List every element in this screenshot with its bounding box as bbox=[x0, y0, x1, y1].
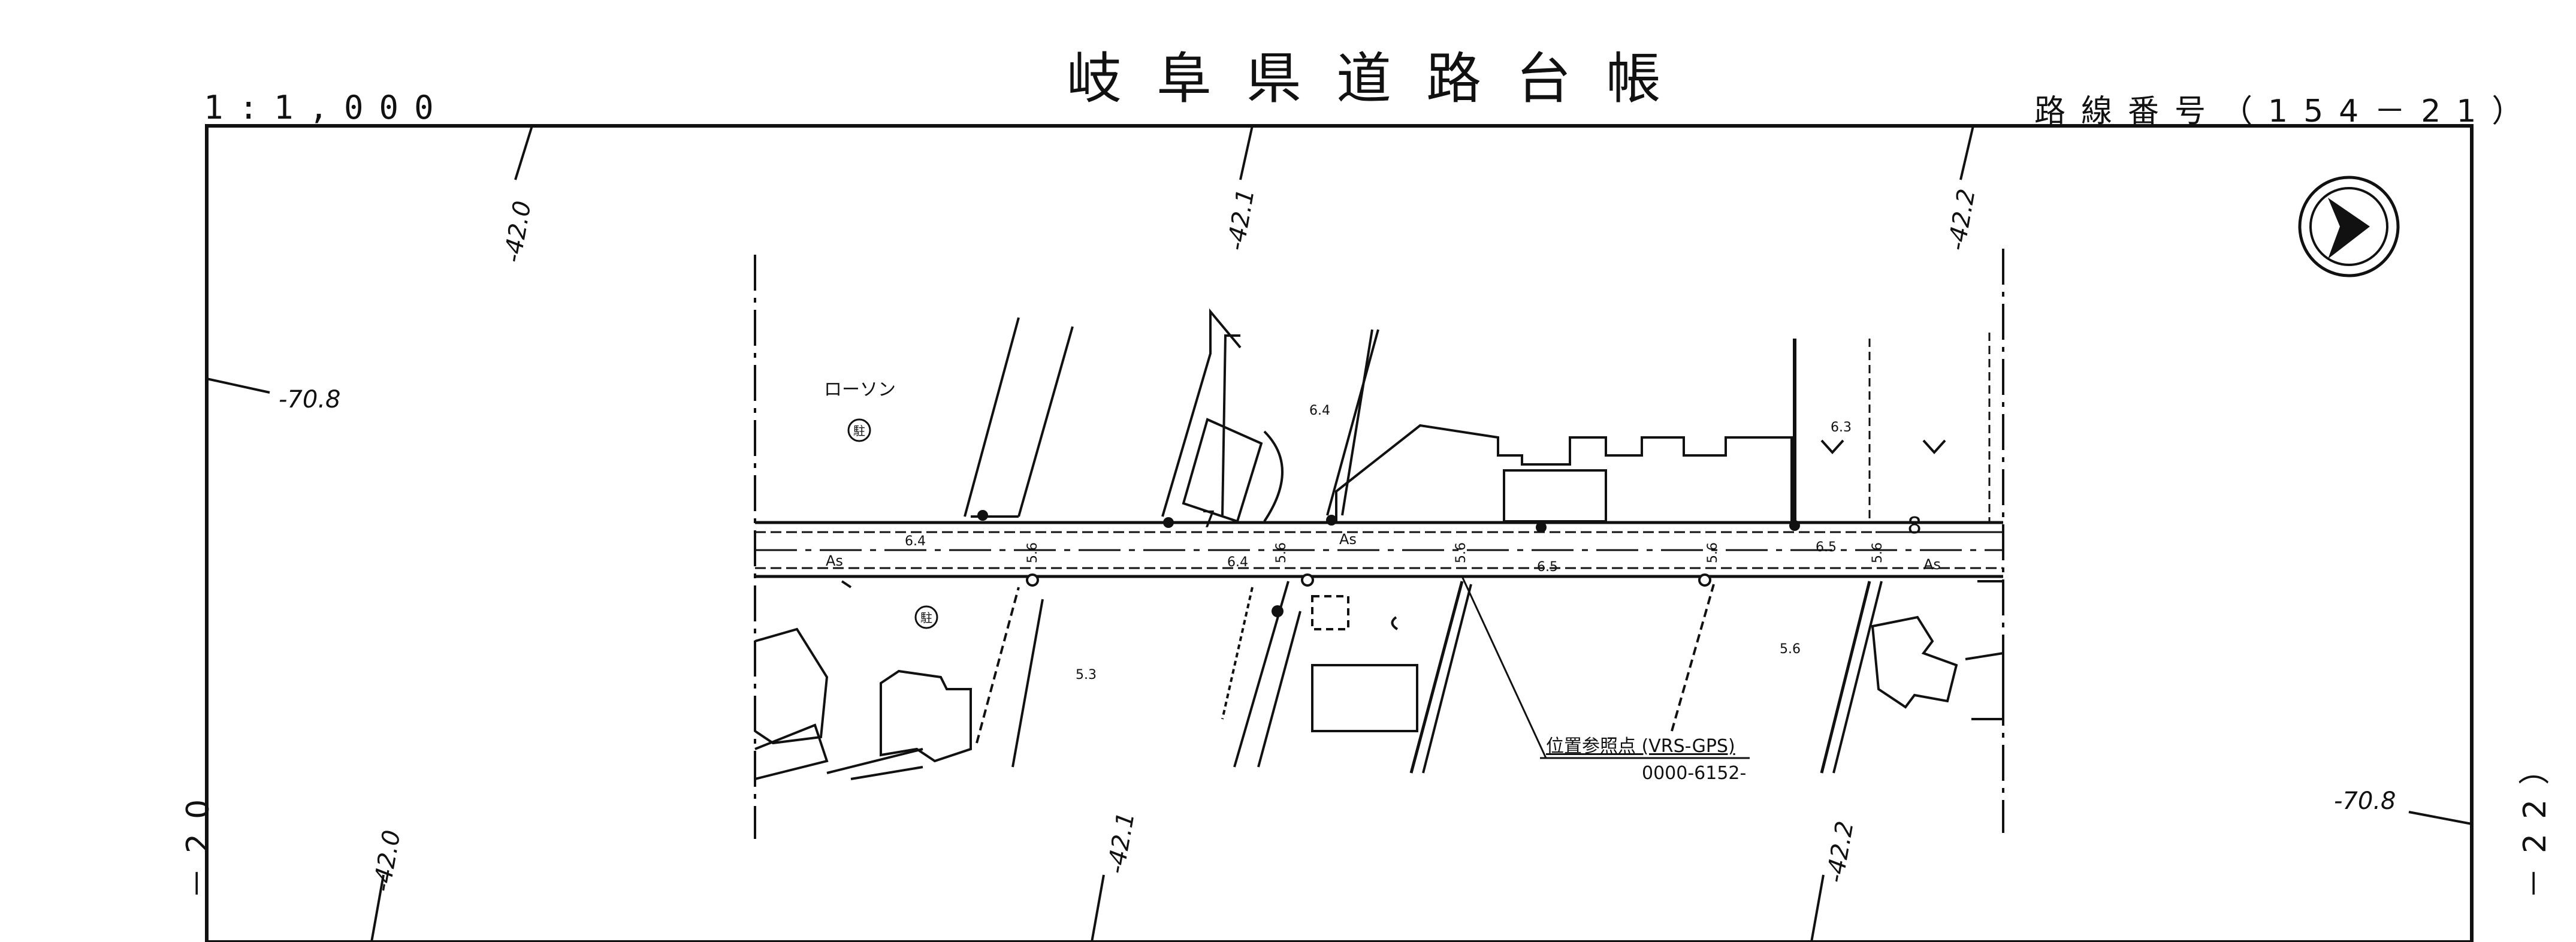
parcel-boundary bbox=[964, 317, 1020, 517]
width-label: 6.4 bbox=[905, 534, 926, 549]
surface-label: As bbox=[1923, 556, 1941, 573]
width-label: 6.4 bbox=[1309, 403, 1330, 418]
parcel-boundary bbox=[1341, 329, 1373, 516]
survey-point-open bbox=[1301, 573, 1314, 587]
grid-label-bottom-420: -42.0 bbox=[369, 828, 406, 894]
survey-point bbox=[1272, 605, 1284, 617]
survey-point bbox=[1536, 522, 1547, 533]
width-label: 5.6 bbox=[1454, 542, 1469, 563]
parcel-boundary bbox=[850, 766, 923, 780]
reference-point-code: 0000-6152- bbox=[1642, 763, 1746, 784]
parcel-boundary bbox=[1011, 599, 1044, 768]
building-outline bbox=[754, 627, 829, 745]
survey-point-open bbox=[1698, 573, 1711, 587]
north-arrow-icon bbox=[2298, 176, 2400, 277]
reference-point-label: 位置参照点 (VRS-GPS) bbox=[1546, 736, 1735, 757]
grid-tick-bottom-421 bbox=[1091, 874, 1105, 942]
building-outline bbox=[754, 723, 829, 780]
grass-mark bbox=[1391, 616, 1399, 630]
parcel-boundary bbox=[1820, 581, 1871, 774]
building-outline bbox=[880, 669, 972, 763]
building-outline bbox=[1182, 418, 1263, 523]
building-outline bbox=[1335, 424, 1793, 521]
building-outline bbox=[1503, 469, 1607, 523]
survey-point bbox=[1326, 515, 1337, 526]
grid-label-top-421: -42.1 bbox=[1222, 187, 1260, 253]
grid-label-bottom-422: -42.2 bbox=[1822, 819, 1859, 885]
survey-point bbox=[1789, 520, 1800, 531]
width-label: 5.6 bbox=[1780, 642, 1801, 657]
building-outline bbox=[1311, 595, 1349, 630]
surface-label: As bbox=[1339, 531, 1357, 548]
grid-tick-left-708 bbox=[206, 378, 270, 394]
parcel-boundary bbox=[1221, 587, 1254, 720]
parcel-boundary bbox=[1017, 326, 1074, 517]
width-label: 6.4 bbox=[1227, 555, 1248, 570]
grid-label-bottom-421: -42.1 bbox=[1103, 810, 1140, 876]
parcel-boundary bbox=[1409, 581, 1464, 774]
grid-tick-bottom-422 bbox=[1810, 874, 1825, 942]
grid-tick-top-422 bbox=[1959, 125, 1974, 180]
parcel-boundary bbox=[976, 587, 1020, 744]
parcel-boundary bbox=[1221, 334, 1240, 516]
chevron-icon bbox=[1922, 439, 1946, 454]
width-label: 6.5 bbox=[1816, 540, 1837, 555]
parcel-boundary bbox=[1832, 581, 1883, 774]
surface-label: As bbox=[826, 552, 843, 569]
map-frame bbox=[205, 124, 2474, 942]
grid-label-top-422: -42.2 bbox=[1943, 187, 1981, 253]
parcel-boundary bbox=[1257, 611, 1301, 768]
width-label: 5.6 bbox=[1705, 542, 1720, 563]
survey-point bbox=[977, 510, 988, 521]
survey-point bbox=[1163, 517, 1174, 528]
parking-icon: 駐 bbox=[914, 605, 938, 629]
parcel-boundary bbox=[1326, 329, 1379, 516]
reference-leader bbox=[1461, 576, 1547, 759]
chevron-icon bbox=[1820, 439, 1844, 454]
width-label: 5.6 bbox=[1870, 542, 1885, 563]
grid-label-left-708: -70.8 bbox=[279, 386, 341, 413]
map-label-lawson: ローソン bbox=[824, 379, 896, 400]
svg-text:駐: 駐 bbox=[920, 611, 932, 625]
building-outline bbox=[1311, 664, 1418, 732]
width-label: 5.3 bbox=[1076, 668, 1097, 683]
page-title: 岐阜県道路台帳 bbox=[1067, 47, 1696, 111]
marker-label: 7 bbox=[1201, 506, 1216, 533]
parcel-boundary bbox=[1671, 584, 1715, 732]
survey-point-open bbox=[1026, 573, 1039, 587]
parcel-boundary bbox=[1422, 584, 1472, 774]
ramp-curve bbox=[1263, 430, 1284, 523]
parking-icon: 駐 bbox=[847, 418, 871, 442]
parcel-boundary bbox=[841, 580, 852, 588]
width-label: 6.5 bbox=[1537, 560, 1558, 575]
grid-tick-top-421 bbox=[1239, 125, 1254, 180]
width-label: 6.3 bbox=[1831, 420, 1852, 435]
width-label: 5.6 bbox=[1274, 542, 1289, 563]
building-outline bbox=[1965, 651, 2004, 720]
svg-text:駐: 駐 bbox=[853, 424, 865, 438]
grid-tick-bottom-420 bbox=[370, 874, 385, 942]
grid-tick-top-420 bbox=[514, 125, 533, 180]
marker-label: 8 bbox=[1907, 512, 1922, 539]
parcel-boundary bbox=[826, 748, 923, 774]
grid-label-right-708: -70.8 bbox=[2334, 787, 2396, 815]
width-label: 5.6 bbox=[1025, 542, 1040, 563]
grid-label-top-420: -42.0 bbox=[499, 199, 537, 265]
parcel-boundary bbox=[1161, 308, 1242, 517]
scale-label: 1:1,000 bbox=[204, 89, 449, 126]
grid-tick-right-708 bbox=[2408, 811, 2472, 825]
building-outline bbox=[1871, 615, 1958, 709]
route-number-label: 路線番号（154－21） bbox=[2034, 93, 2539, 129]
